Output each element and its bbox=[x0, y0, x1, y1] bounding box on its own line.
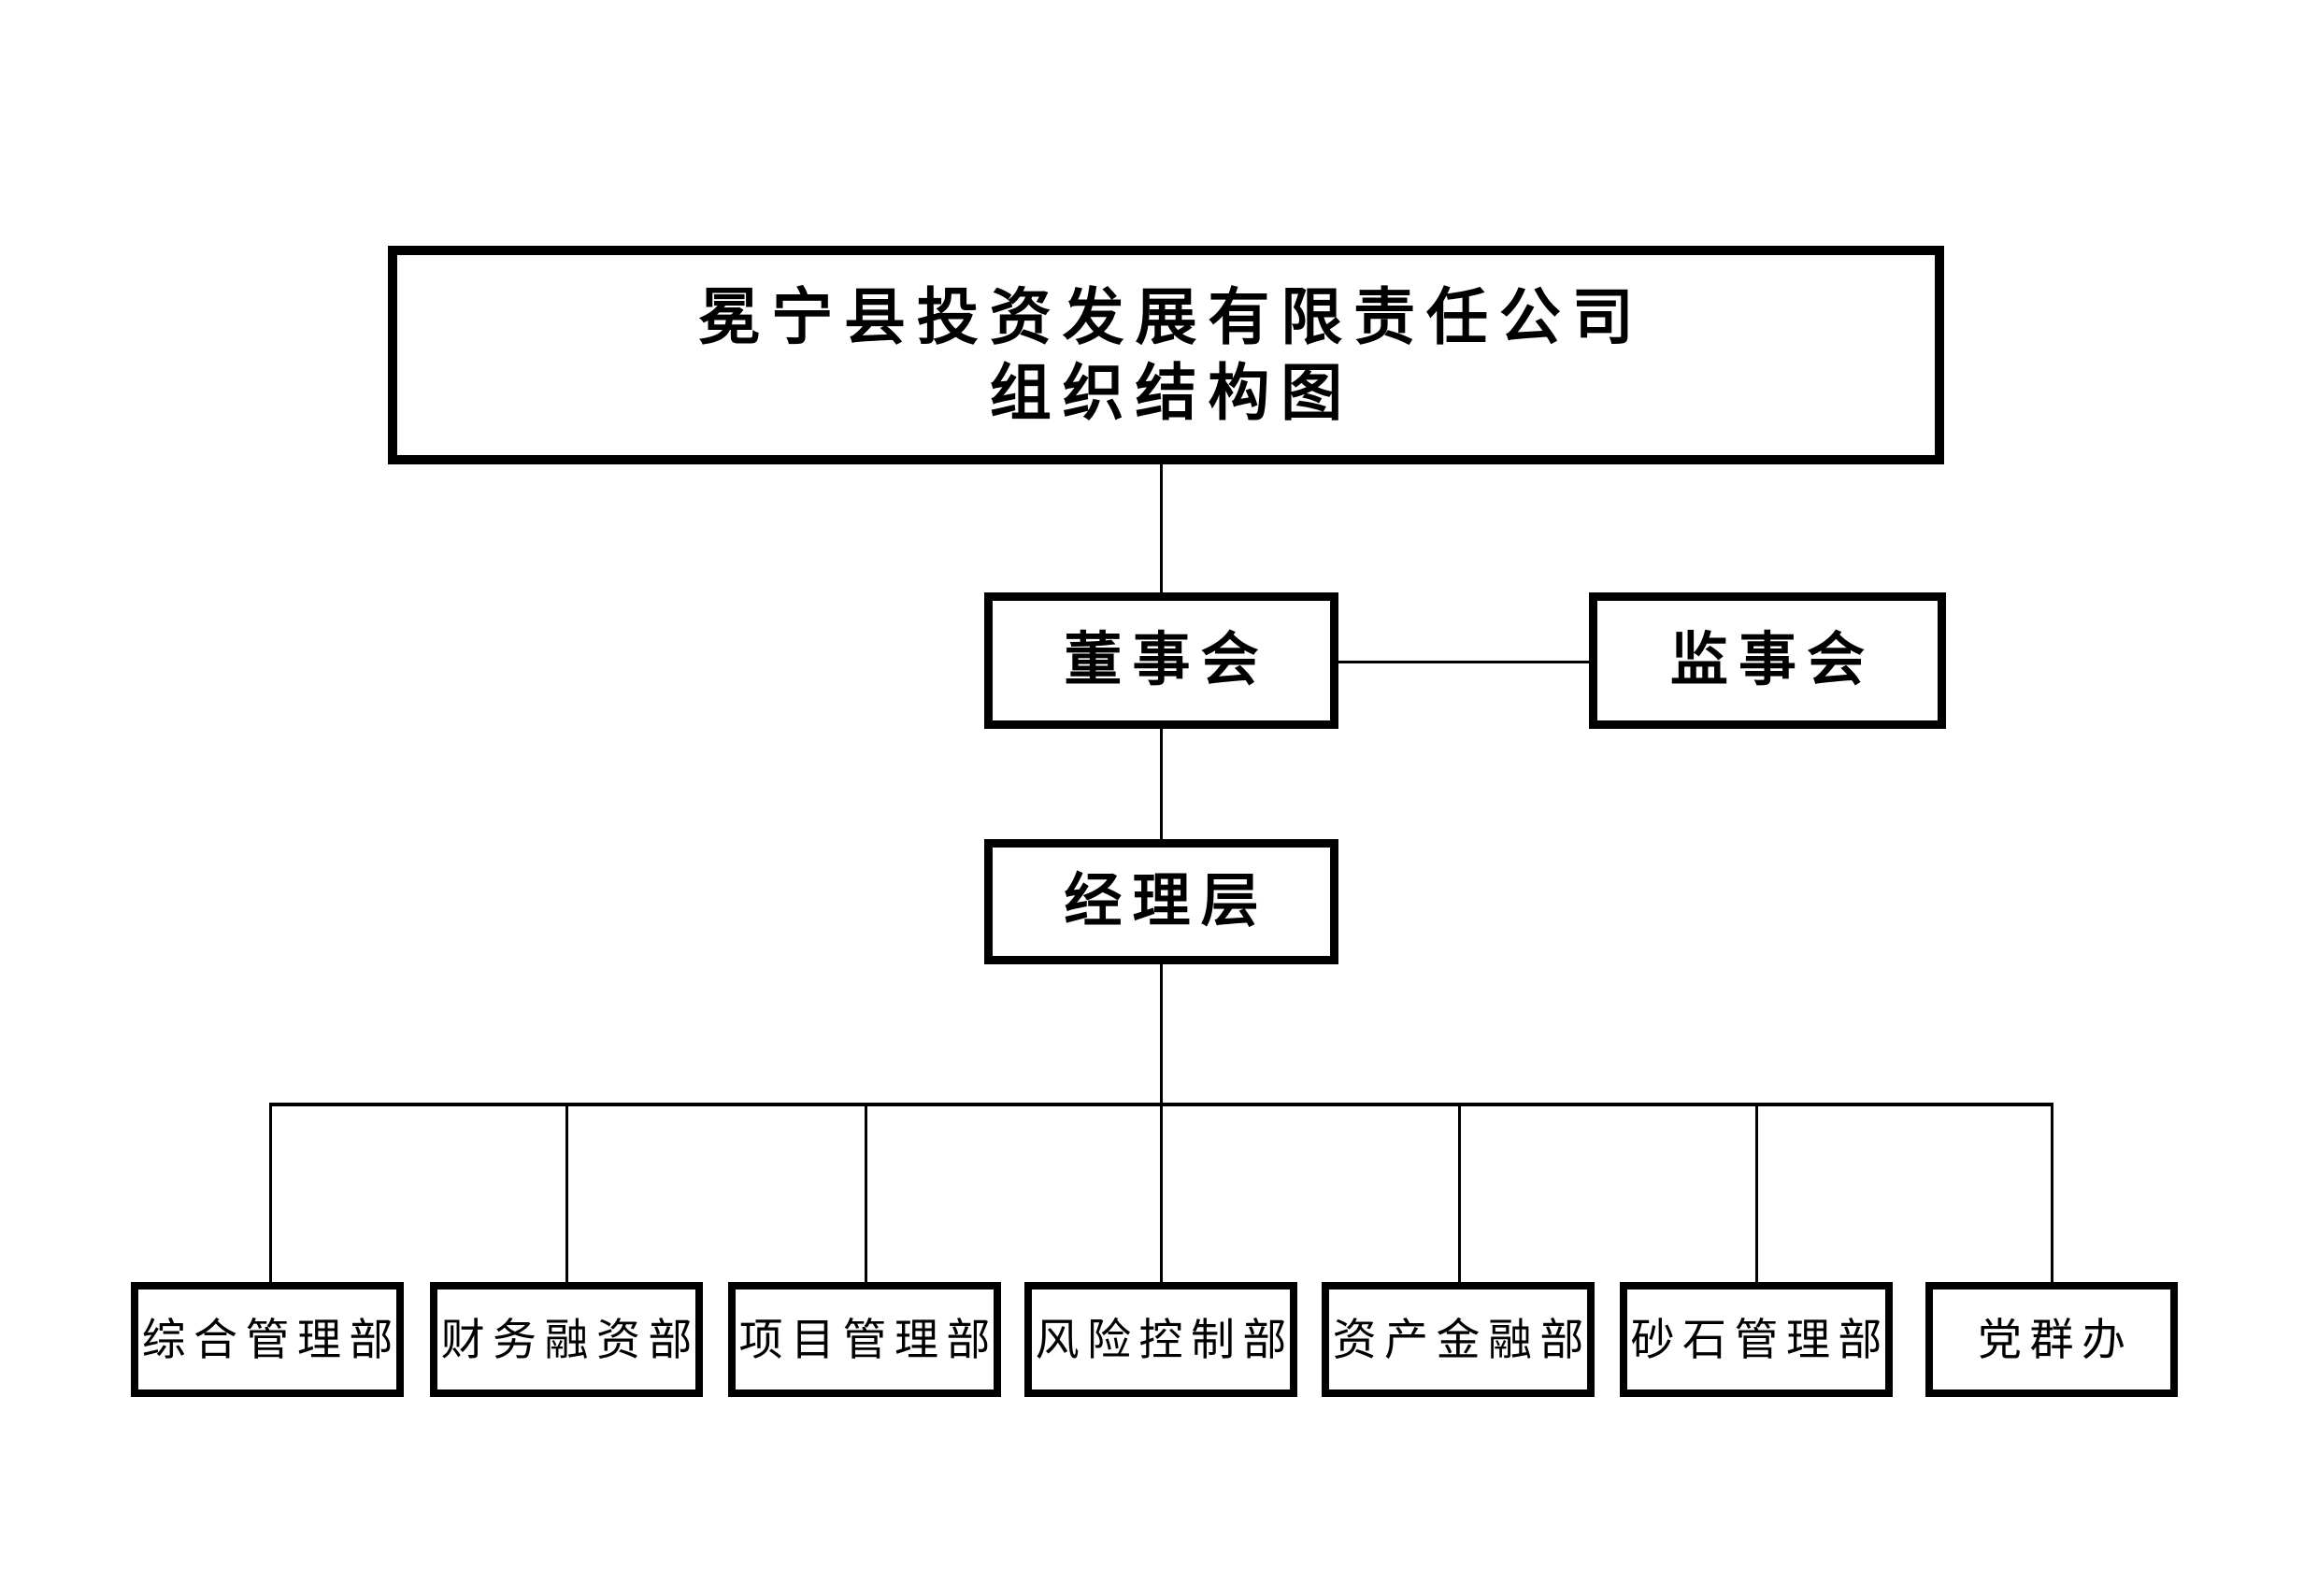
drop-line-dept-1 bbox=[269, 1103, 272, 1282]
board-of-supervisors-box: 监事会 bbox=[1589, 592, 1946, 729]
department-label-1: 综合管理部 bbox=[141, 1314, 401, 1364]
drop-line-dept-3 bbox=[865, 1103, 867, 1282]
connector-board-to-management bbox=[1160, 729, 1163, 839]
management-level-box: 经理层 bbox=[984, 839, 1338, 964]
department-box-2: 财务融资部 bbox=[430, 1282, 703, 1397]
connector-management-to-bus bbox=[1160, 964, 1163, 1104]
department-box-4: 风险控制部 bbox=[1024, 1282, 1297, 1397]
department-label-4: 风险控制部 bbox=[1035, 1314, 1295, 1364]
management-level-label: 经理层 bbox=[1064, 869, 1269, 934]
connector-title-to-board bbox=[1160, 464, 1163, 592]
board-of-directors-box: 董事会 bbox=[984, 592, 1338, 729]
drop-line-dept-4 bbox=[1160, 1103, 1163, 1282]
department-label-2: 财务融资部 bbox=[440, 1314, 700, 1364]
department-label-7: 党群办 bbox=[1978, 1314, 2134, 1364]
department-box-6: 砂石管理部 bbox=[1620, 1282, 1893, 1397]
company-title-box: 冕宁县投资发展有限责任公司 组织结构图 bbox=[388, 246, 1944, 464]
connector-board-to-supervisors bbox=[1338, 661, 1589, 663]
drop-line-dept-6 bbox=[1755, 1103, 1758, 1282]
chart-subtitle-line: 组织结构图 bbox=[989, 358, 1354, 427]
company-name-line: 冕宁县投资发展有限责任公司 bbox=[698, 282, 1645, 352]
department-box-3: 项目管理部 bbox=[728, 1282, 1001, 1397]
department-box-7: 党群办 bbox=[1925, 1282, 2178, 1397]
department-label-6: 砂石管理部 bbox=[1630, 1314, 1890, 1364]
department-label-5: 资产金融部 bbox=[1332, 1314, 1592, 1364]
board-of-directors-label: 董事会 bbox=[1064, 628, 1269, 693]
department-label-3: 项目管理部 bbox=[738, 1314, 998, 1364]
department-box-1: 综合管理部 bbox=[131, 1282, 404, 1397]
drop-line-dept-5 bbox=[1458, 1103, 1461, 1282]
drop-line-dept-7 bbox=[2051, 1103, 2053, 1282]
board-of-supervisors-label: 监事会 bbox=[1669, 628, 1876, 693]
department-box-5: 资产金融部 bbox=[1322, 1282, 1595, 1397]
drop-line-dept-2 bbox=[565, 1103, 568, 1282]
